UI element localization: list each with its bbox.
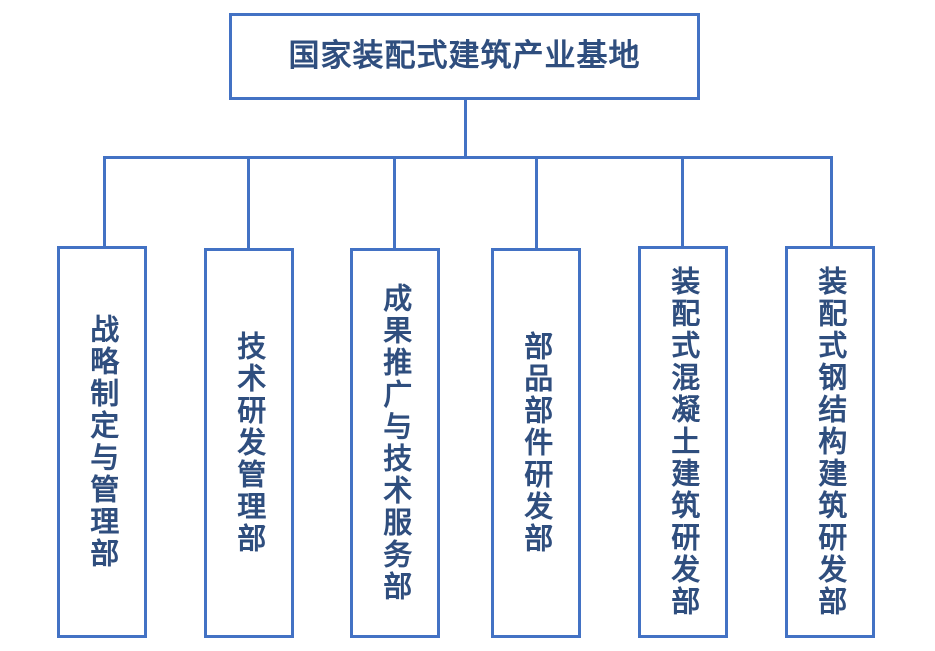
org-node-dept-3-label: 成果推广与技术服务部 (378, 283, 413, 603)
org-node-dept-6-label: 装配式钢结构建筑研发部 (813, 266, 848, 618)
org-node-root-label: 国家装配式建筑产业基地 (288, 38, 641, 75)
org-node-dept-1-label: 战略制定与管理部 (85, 314, 120, 570)
org-node-dept-6[interactable]: 装配式钢结构建筑研发部 (785, 246, 875, 638)
org-node-root[interactable]: 国家装配式建筑产业基地 (229, 13, 700, 100)
connector-horizontal-bus (103, 156, 833, 159)
org-node-dept-1[interactable]: 战略制定与管理部 (57, 246, 147, 638)
connector-drop-dept-6 (830, 156, 833, 248)
connector-drop-dept-1 (103, 156, 106, 248)
org-node-dept-4-label: 部品部件研发部 (519, 331, 554, 555)
org-node-dept-2-label: 技术研发管理部 (232, 331, 267, 555)
org-node-dept-4[interactable]: 部品部件研发部 (491, 248, 581, 638)
connector-drop-dept-2 (247, 156, 250, 248)
connector-drop-dept-4 (535, 156, 538, 248)
org-node-dept-2[interactable]: 技术研发管理部 (204, 248, 294, 638)
connector-drop-dept-3 (393, 156, 396, 248)
connector-drop-dept-5 (681, 156, 684, 248)
connector-root-stem (464, 100, 467, 159)
org-node-dept-3[interactable]: 成果推广与技术服务部 (350, 248, 440, 638)
org-node-dept-5-label: 装配式混凝土建筑研发部 (666, 266, 701, 618)
org-node-dept-5[interactable]: 装配式混凝土建筑研发部 (638, 246, 728, 638)
